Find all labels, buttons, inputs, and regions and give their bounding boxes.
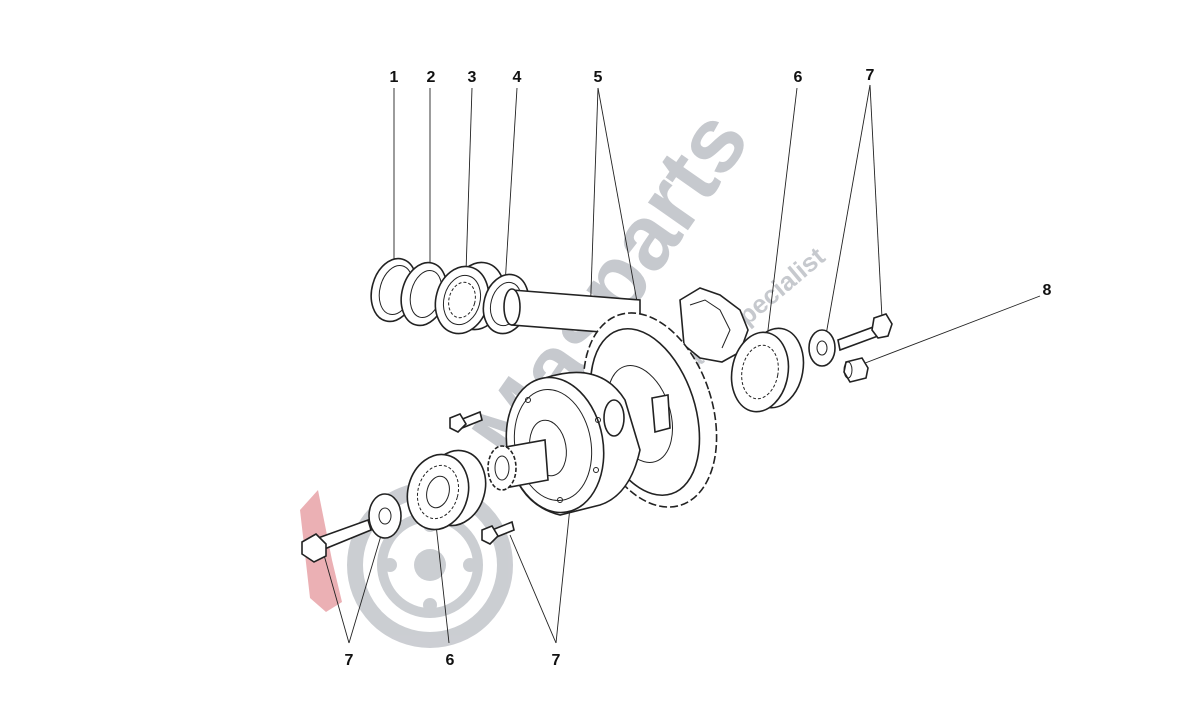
screw-7-upper	[449, 410, 483, 433]
washer-7-left	[368, 493, 402, 539]
callout-6-top: 6	[794, 69, 803, 86]
screw-7-lower	[481, 520, 515, 545]
pinion-gear	[679, 287, 749, 363]
bolt-7-left	[301, 518, 372, 563]
callout-labels: 1 2 3 4 5 6 7 8 7 6 7	[345, 67, 1052, 669]
callout-7-bottom-right: 7	[552, 652, 561, 669]
callout-2: 2	[427, 69, 436, 86]
bearing-3	[434, 261, 506, 335]
callout-1: 1	[390, 69, 399, 86]
callout-7-top: 7	[866, 67, 875, 84]
callout-8: 8	[1043, 282, 1052, 299]
callout-7-bottom-left: 7	[345, 652, 354, 669]
plug-8	[843, 357, 869, 383]
callout-4: 4	[513, 69, 522, 86]
spline-stub	[487, 394, 671, 491]
washer-7-right	[808, 329, 836, 367]
callout-5: 5	[594, 69, 603, 86]
callout-6-bottom: 6	[446, 652, 455, 669]
callout-3: 3	[468, 69, 477, 86]
bolt-7-right	[837, 313, 893, 352]
bearing-6-left	[406, 449, 487, 531]
bearing-6-right	[730, 327, 805, 413]
